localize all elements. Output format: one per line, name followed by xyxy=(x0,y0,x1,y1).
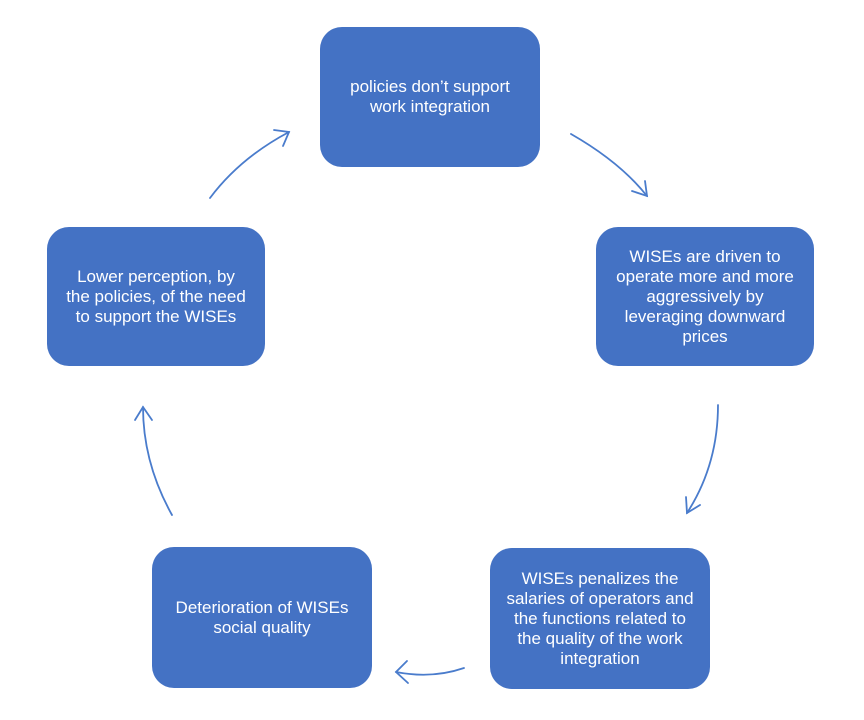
node-aggressive-operation-label: WISEs are driven to operate more and mor… xyxy=(616,246,794,346)
node-policies: policies don’t support work integration xyxy=(320,27,540,167)
node-lower-perception: Lower perception, by the policies, of th… xyxy=(47,227,265,366)
node-lower-perception-label: Lower perception, by the policies, of th… xyxy=(66,266,246,326)
arrow-aggressive-to-penalize xyxy=(685,404,719,515)
node-deterioration: Deterioration of WISEs social quality xyxy=(152,547,372,688)
arrow-perception-to-policies xyxy=(209,129,291,199)
node-penalize-salaries-label: WISEs penalizes the salaries of operator… xyxy=(506,568,694,668)
node-deterioration-label: Deterioration of WISEs social quality xyxy=(175,597,349,637)
node-policies-label: policies don’t support work integration xyxy=(350,77,510,116)
arrow-deterioration-to-perception xyxy=(134,405,173,516)
node-aggressive-operation: WISEs are driven to operate more and mor… xyxy=(596,227,814,366)
node-penalize-salaries: WISEs penalizes the salaries of operator… xyxy=(490,548,710,689)
arrow-penalize-to-deterioration xyxy=(394,660,465,684)
arrow-policies-to-aggressive xyxy=(570,133,649,198)
